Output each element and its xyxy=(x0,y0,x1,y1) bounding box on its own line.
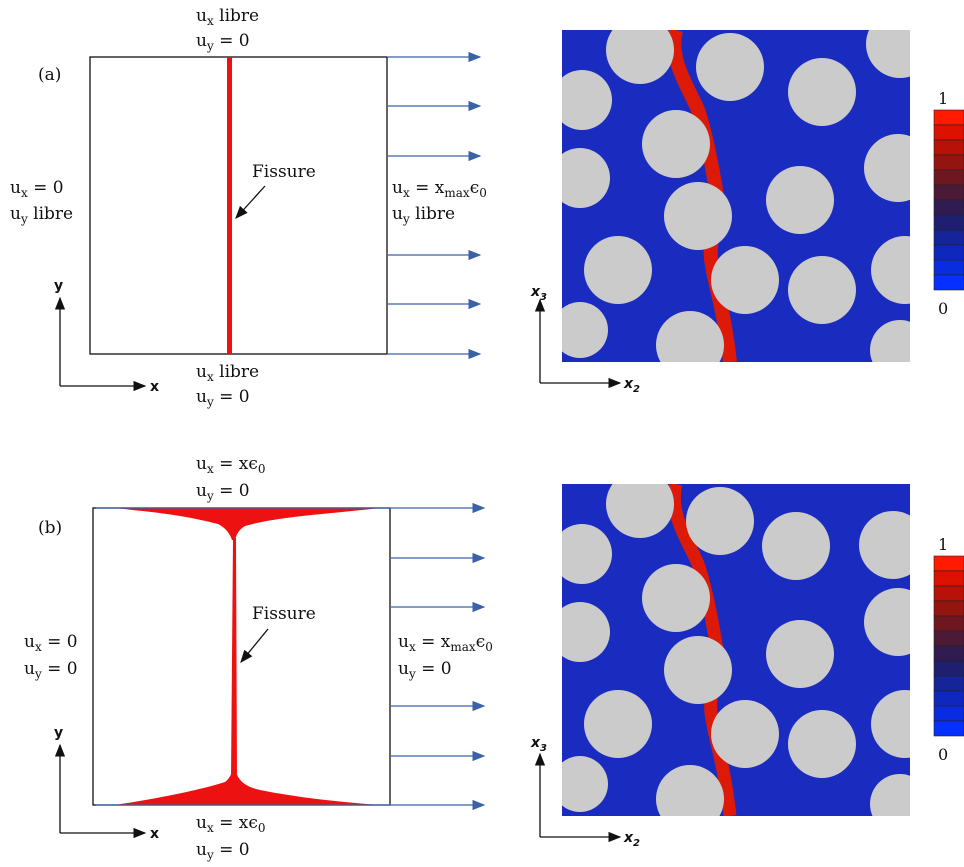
panel-b-axes: y x xyxy=(54,725,159,842)
sim-a-axis-y: x3 xyxy=(530,284,547,303)
colorbar-swatch xyxy=(933,124,964,141)
panel-b-right-uy: uy = 0 xyxy=(398,659,452,681)
colorbar-swatch xyxy=(933,274,964,291)
colorbar-a-min: 0 xyxy=(938,299,948,318)
sim-a-fibers xyxy=(562,30,910,362)
panel-b-crack-pointer xyxy=(240,628,269,664)
sim-b-axes: x3 x2 xyxy=(530,735,640,849)
colorbar-swatch xyxy=(933,139,964,156)
colorbar-a: 1 0 xyxy=(933,89,964,318)
sim-b-fibers xyxy=(562,484,910,816)
colorbar-b-min: 0 xyxy=(938,745,948,764)
panel-a-axis-y: y xyxy=(54,278,63,294)
colorbar-swatch xyxy=(933,570,964,587)
panel-b-load-arrows xyxy=(96,502,486,811)
panel-b-damage-top xyxy=(115,508,380,540)
colorbar-swatch xyxy=(933,154,964,171)
panel-b-axis-x: x xyxy=(150,826,159,842)
colorbar-a-max: 1 xyxy=(938,89,948,108)
colorbar-swatch xyxy=(933,184,964,201)
colorbar-swatch xyxy=(933,720,964,737)
panel-a-top-ux: ux libre xyxy=(196,6,259,28)
panel-b-crack xyxy=(231,538,237,778)
panel-a-axis-x: x xyxy=(150,379,159,395)
colorbar-swatch xyxy=(933,555,964,572)
panel-b-label: (b) xyxy=(38,518,62,538)
panel-b-crack-label: Fissure xyxy=(252,604,316,624)
panel-a-top-uy: uy = 0 xyxy=(196,31,250,53)
colorbar-b-swatches xyxy=(933,555,964,737)
panel-a-right-uy: uy libre xyxy=(392,204,455,226)
panel-a-load-arrows xyxy=(388,51,482,360)
colorbar-swatch xyxy=(933,690,964,707)
panel-a-left-ux: ux = 0 xyxy=(10,178,64,200)
panel-a: (a) ux libre uy = 0 Fissure ux = 0 uy li… xyxy=(10,6,487,409)
colorbar-swatch xyxy=(933,259,964,276)
panel-b-left-uy: uy = 0 xyxy=(24,659,78,681)
colorbar-swatch xyxy=(933,214,964,231)
sim-a-axes: x3 x2 xyxy=(530,284,640,395)
colorbar-swatch xyxy=(933,645,964,662)
panel-a-crack-pointer xyxy=(235,185,266,219)
colorbar-swatch xyxy=(933,675,964,692)
sim-b-axis-y: x3 xyxy=(530,735,547,754)
panel-a-right-ux: ux = xmaxϵ0 xyxy=(392,178,487,200)
colorbar-swatch xyxy=(933,630,964,647)
colorbar-swatch xyxy=(933,199,964,216)
colorbar-swatch xyxy=(933,615,964,632)
colorbar-swatch xyxy=(933,229,964,246)
sim-b xyxy=(562,484,910,816)
panel-a-domain xyxy=(89,56,388,355)
sim-b-axis-x: x2 xyxy=(623,830,640,849)
colorbar-swatch xyxy=(933,169,964,186)
panel-b-top-uy: uy = 0 xyxy=(196,481,250,503)
panel-b-damage-bottom xyxy=(115,772,380,805)
panel-b-left-ux: ux = 0 xyxy=(24,632,78,654)
colorbar-b: 1 0 xyxy=(933,535,964,764)
colorbar-swatch xyxy=(933,705,964,722)
panel-b-bottom-ux: ux = xϵ0 xyxy=(196,813,266,835)
panel-b-bottom-uy: uy = 0 xyxy=(196,840,250,862)
sim-a-axis-x: x2 xyxy=(623,376,640,395)
panel-b-top-ux: ux = xϵ0 xyxy=(196,454,266,476)
panel-b: (b) ux = xϵ0 uy = 0 Fissure ux = 0 uy = … xyxy=(24,454,493,862)
colorbar-swatch xyxy=(933,660,964,677)
colorbar-swatch xyxy=(933,109,964,126)
panel-a-bottom-uy: uy = 0 xyxy=(196,387,250,409)
panel-b-right-ux: ux = xmaxϵ0 xyxy=(398,632,493,654)
panel-b-domain xyxy=(92,507,391,806)
colorbar-swatch xyxy=(933,244,964,261)
panel-a-label: (a) xyxy=(38,65,61,85)
panel-a-bottom-ux: ux libre xyxy=(196,362,259,384)
panel-a-crack-label: Fissure xyxy=(252,162,316,182)
panel-a-crack xyxy=(227,57,232,354)
colorbar-swatch xyxy=(933,585,964,602)
colorbar-a-swatches xyxy=(933,109,964,291)
panel-a-left-uy: uy libre xyxy=(10,204,73,226)
panel-a-axes: y x xyxy=(54,278,159,395)
colorbar-b-max: 1 xyxy=(938,535,948,554)
sim-a xyxy=(562,30,910,362)
panel-b-axis-y: y xyxy=(54,725,63,741)
colorbar-swatch xyxy=(933,600,964,617)
